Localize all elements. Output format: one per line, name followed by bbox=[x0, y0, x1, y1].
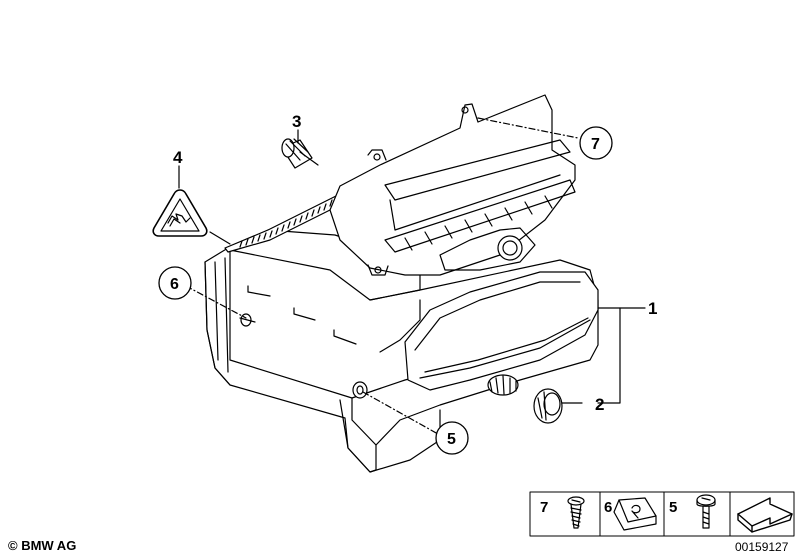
callout-label-4: 4 bbox=[173, 148, 183, 167]
callout-label-2: 2 bbox=[595, 395, 604, 414]
guide-pin bbox=[281, 138, 319, 169]
callout-label-7: 7 bbox=[591, 136, 600, 153]
volume-knob bbox=[487, 374, 519, 396]
installation-arrow-icon bbox=[737, 497, 793, 533]
callout-circle-5 bbox=[435, 421, 469, 455]
warning-triangle-icon bbox=[152, 189, 208, 237]
callout-label-3: 3 bbox=[292, 112, 301, 131]
bolt-icon bbox=[696, 494, 716, 529]
copyright-text: © BMW AG bbox=[8, 538, 77, 553]
diagram-number: 00159127 bbox=[735, 540, 789, 554]
heat-sink bbox=[224, 189, 351, 253]
callout-label-6: 6 bbox=[170, 276, 179, 293]
display-unit bbox=[329, 94, 576, 276]
callout-circle-6 bbox=[158, 266, 192, 300]
leader-lines bbox=[178, 117, 646, 435]
knob-cap bbox=[533, 388, 563, 424]
legend-label-6: 6 bbox=[604, 499, 612, 516]
callout-label-5: 5 bbox=[447, 431, 456, 448]
callout-circle-7 bbox=[579, 126, 613, 160]
clip-nut-icon bbox=[613, 497, 657, 531]
front-panel bbox=[404, 271, 599, 391]
legend-label-5: 5 bbox=[669, 499, 677, 516]
legend-label-7: 7 bbox=[540, 499, 548, 516]
callout-label-1: 1 bbox=[648, 299, 657, 318]
screw-icon bbox=[567, 496, 585, 529]
